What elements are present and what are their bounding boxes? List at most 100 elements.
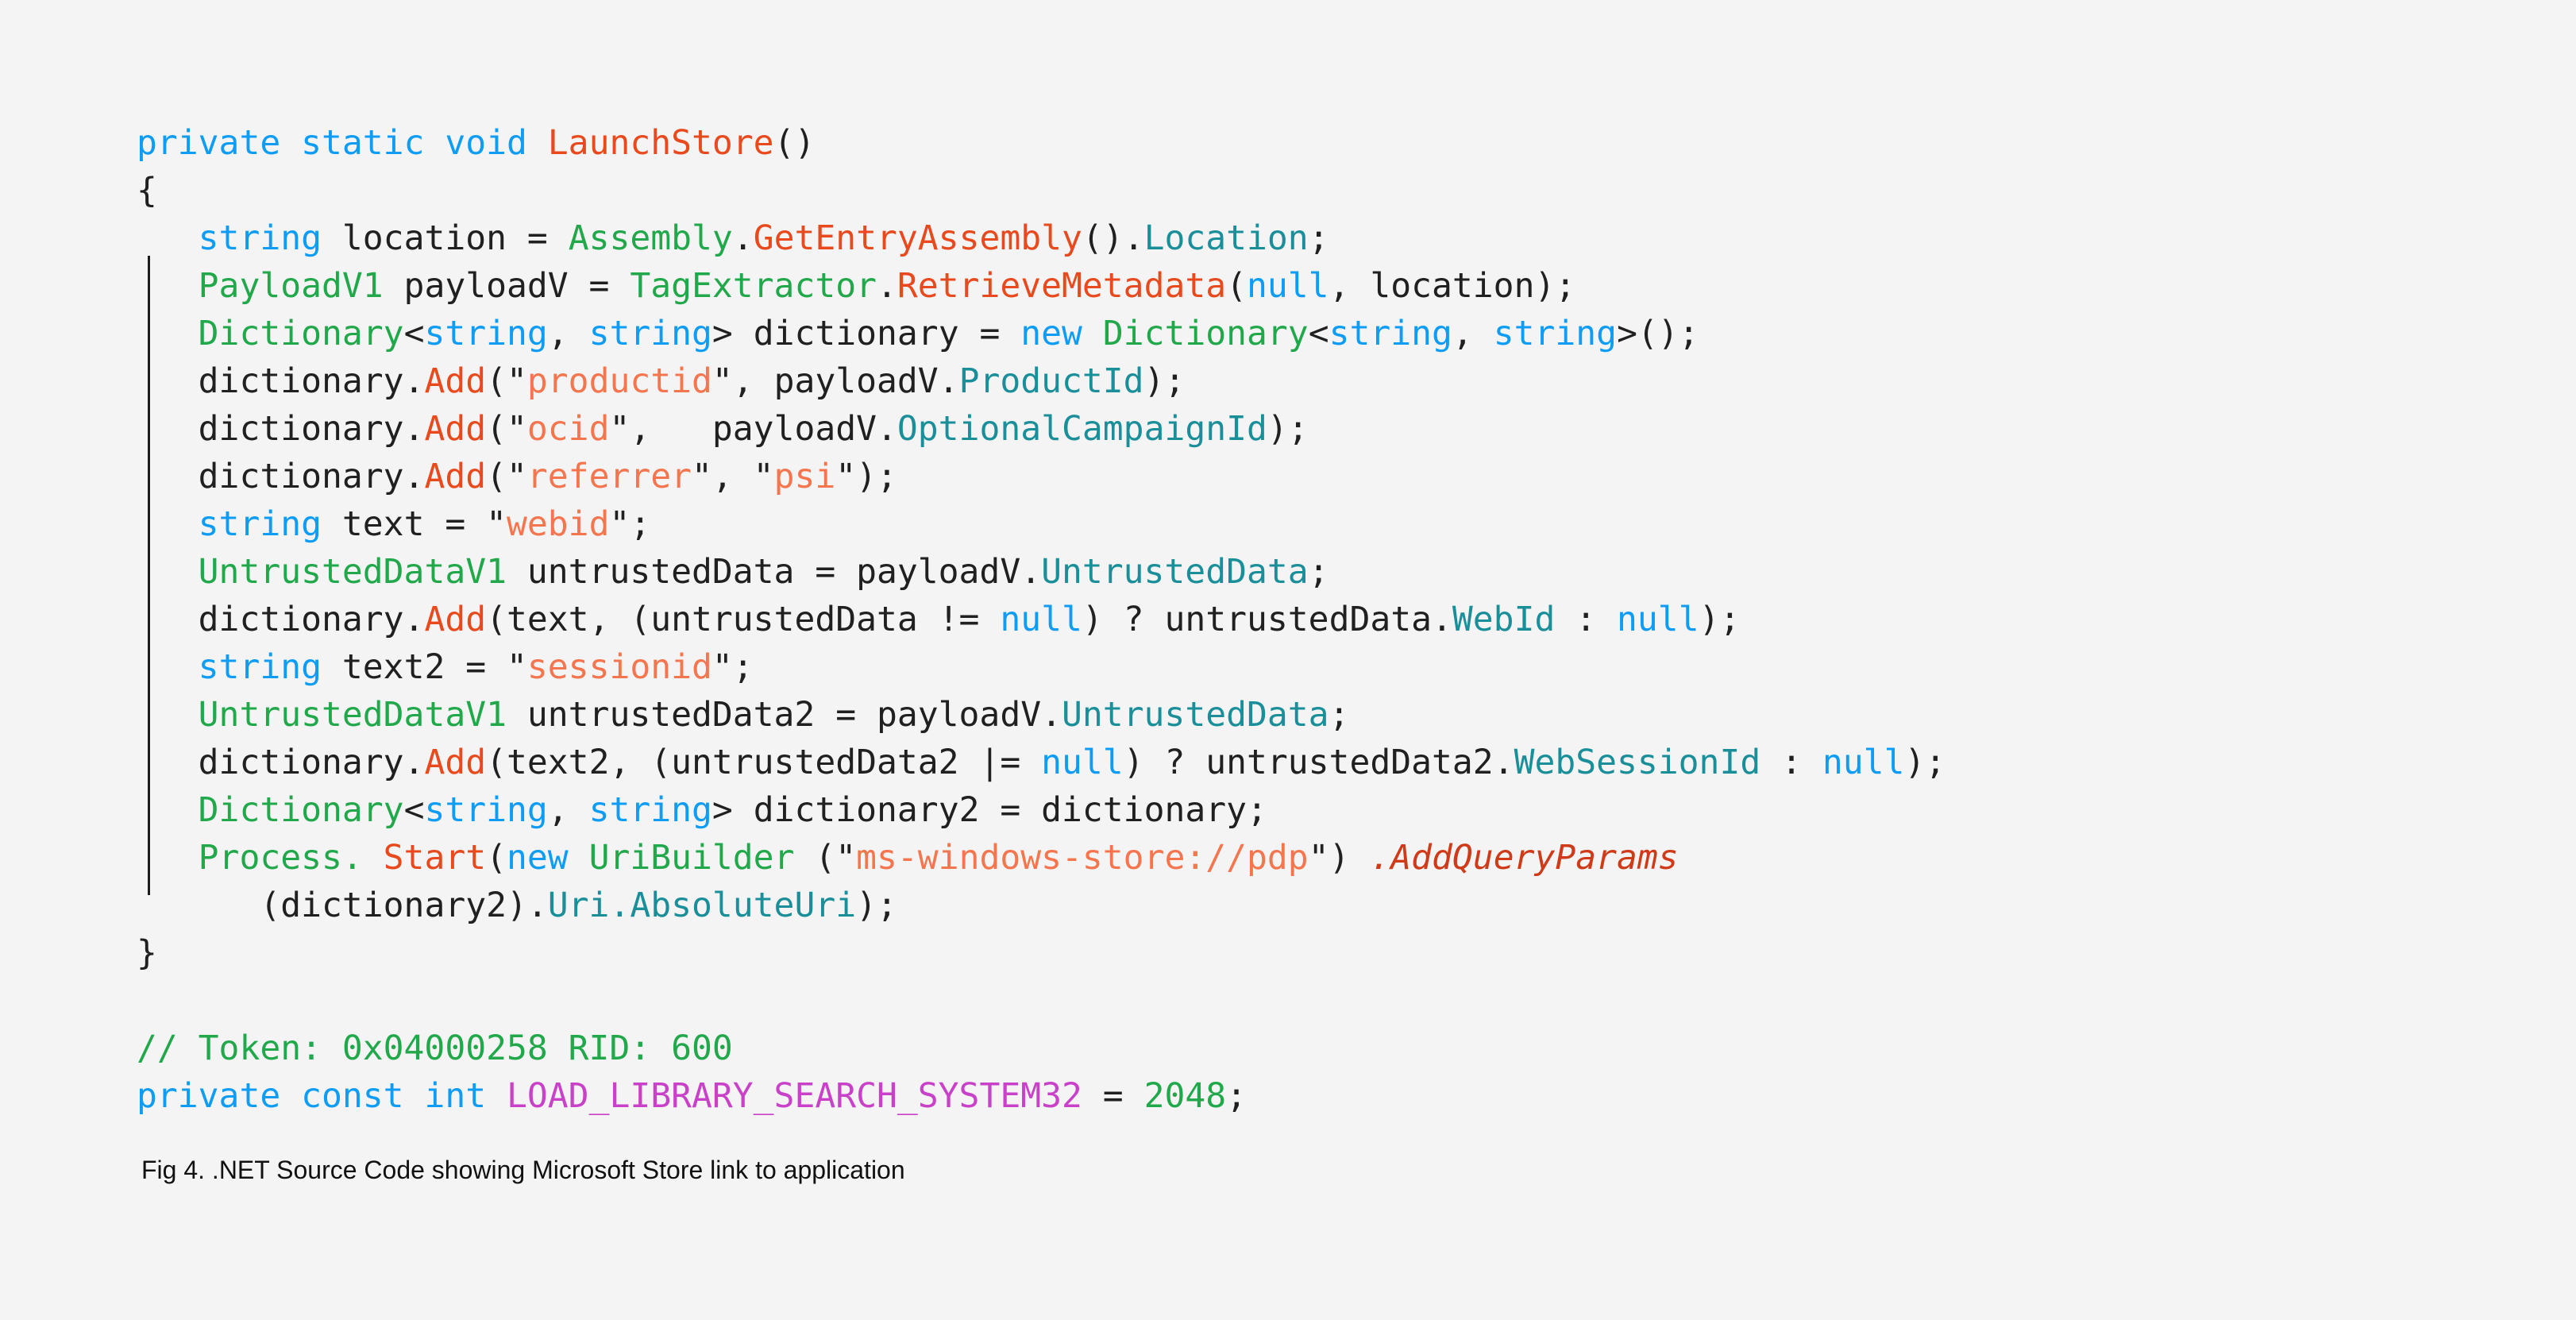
type-uribuilder: UriBuilder xyxy=(588,838,795,878)
dot: . xyxy=(609,886,631,925)
object-dictionary: dictionary. xyxy=(198,600,425,639)
code-line-7: dictionary.Add("ocid", payloadV.Optional… xyxy=(137,405,2439,453)
open-brace: { xyxy=(137,171,157,210)
type-dictionary-2: Dictionary xyxy=(1102,314,1309,353)
angle-open-2: < xyxy=(1308,314,1329,353)
comma-2: , xyxy=(1452,314,1494,353)
equals: = xyxy=(1082,1076,1144,1116)
middle: ", " xyxy=(692,457,774,496)
open-quote: (" xyxy=(486,457,527,496)
semicolon: ; xyxy=(1226,1076,1248,1116)
keyword-void: void xyxy=(445,123,527,163)
keyword-null-2: null xyxy=(1822,743,1905,782)
dot: . xyxy=(341,838,384,878)
property-untrusteddata: UntrustedData xyxy=(1041,552,1309,592)
method-add: Add xyxy=(424,743,487,782)
object-dictionary: dictionary. xyxy=(198,457,425,496)
close-paren: ); xyxy=(1904,743,1946,782)
keyword-null: null xyxy=(1000,600,1082,639)
code-line-5: Dictionary<string, string> dictionary = … xyxy=(137,310,2439,357)
type-payloadv1: PayloadV1 xyxy=(198,266,384,306)
object-dictionary: dictionary. xyxy=(198,743,425,782)
property-optionalcampaignid: OptionalCampaignId xyxy=(897,409,1267,449)
property-webid: WebId xyxy=(1452,600,1556,639)
close-quote: "; xyxy=(609,504,651,544)
keyword-int: int xyxy=(424,1076,487,1116)
variable-untrusteddata2: untrustedData2 = payloadV. xyxy=(507,695,1062,735)
code-line-21: private const int LOAD_LIBRARY_SEARCH_SY… xyxy=(137,1072,2439,1120)
close-paren: ); xyxy=(1699,600,1741,639)
property-untrusteddata: UntrustedData xyxy=(1061,695,1329,735)
string-sessionid: sessionid xyxy=(526,647,712,687)
variable-location: location = xyxy=(322,218,569,258)
type-process: Process xyxy=(198,838,342,878)
method-getentryassembly: GetEntryAssembly xyxy=(753,218,1082,258)
property-location: Location xyxy=(1143,218,1309,258)
constant-load-library-search-system32: LOAD_LIBRARY_SEARCH_SYSTEM32 xyxy=(507,1076,1082,1116)
keyword-string-2: string xyxy=(588,314,712,353)
semicolon: ; xyxy=(1328,695,1350,735)
assignment: > dictionary2 = dictionary; xyxy=(711,790,1267,830)
close-paren: ); xyxy=(1534,266,1576,306)
code-line-9: string text = "webid"; xyxy=(137,500,2439,548)
keyword-string: string xyxy=(198,218,322,258)
code-line-17: (dictionary2).Uri.AbsoluteUri); xyxy=(137,882,2439,929)
comment-token-rid: // Token: 0x04000258 RID: 600 xyxy=(137,1029,733,1068)
method-add: Add xyxy=(424,600,487,639)
keyword-string: string xyxy=(198,647,322,687)
argument-dictionary2: (dictionary2). xyxy=(198,886,548,925)
keyword-null-2: null xyxy=(1617,600,1699,639)
code-line-18: } xyxy=(137,929,2439,977)
open-paren: ( xyxy=(486,838,507,878)
keyword-static: static xyxy=(301,123,425,163)
keyword-null: null xyxy=(1041,743,1124,782)
code-line-19-blank xyxy=(137,977,2439,1025)
type-dictionary: Dictionary xyxy=(198,314,404,353)
object-dictionary: dictionary. xyxy=(198,409,425,449)
open-quote: (" xyxy=(486,361,527,401)
open-quote: (" xyxy=(486,409,527,449)
string-psi: psi xyxy=(773,457,836,496)
string-ocid: ocid xyxy=(526,409,610,449)
call-parens: () xyxy=(1082,218,1124,258)
variable-payloadv: payloadV = xyxy=(383,266,631,306)
keyword-const: const xyxy=(301,1076,404,1116)
semicolon: ; xyxy=(1308,552,1329,592)
close-paren: ); xyxy=(1143,361,1186,401)
extension-method-addqueryparams: .AddQueryParams xyxy=(1370,838,1679,878)
close-quote: ") xyxy=(1308,838,1371,878)
code-line-20: // Token: 0x04000258 RID: 600 xyxy=(137,1025,2439,1072)
close-paren: ); xyxy=(1267,409,1309,449)
keyword-new: new xyxy=(507,838,569,878)
comma: , xyxy=(547,790,589,830)
middle: ", payloadV. xyxy=(609,409,897,449)
code-line-13: UntrustedDataV1 untrustedData2 = payload… xyxy=(137,691,2439,739)
figure-caption: Fig 4. .NET Source Code showing Microsof… xyxy=(141,1156,905,1184)
ternary-mid: ) ? untrustedData2. xyxy=(1123,743,1514,782)
ternary-colon: : xyxy=(1555,600,1618,639)
method-add: Add xyxy=(424,409,487,449)
ternary-colon: : xyxy=(1760,743,1822,782)
dot-2: . xyxy=(1123,218,1144,258)
string-webid: webid xyxy=(507,504,610,544)
variable-text: text = " xyxy=(322,504,507,544)
code-line-12: string text2 = "sessionid"; xyxy=(137,643,2439,691)
method-add: Add xyxy=(424,457,487,496)
keyword-string: string xyxy=(198,504,322,544)
arguments: , location xyxy=(1328,266,1535,306)
method-start: Start xyxy=(383,838,487,878)
assignment: > dictionary = xyxy=(711,314,1021,353)
type-dictionary: Dictionary xyxy=(198,790,404,830)
number-2048: 2048 xyxy=(1143,1076,1227,1116)
variable-untrusteddata: untrustedData = payloadV. xyxy=(507,552,1042,592)
keyword-string-3: string xyxy=(1328,314,1452,353)
angle-open: < xyxy=(403,314,425,353)
code-line-2: { xyxy=(137,167,2439,214)
code-line-16: Process. Start(new UriBuilder ("ms-windo… xyxy=(137,834,2439,882)
comma: , xyxy=(547,314,589,353)
open-paren: ( xyxy=(1226,266,1248,306)
semicolon: ; xyxy=(1308,218,1329,258)
code-line-11: dictionary.Add(text, (untrustedData != n… xyxy=(137,596,2439,643)
keyword-private: private xyxy=(137,123,281,163)
arguments: (text2, (untrustedData2 |= xyxy=(486,743,1042,782)
